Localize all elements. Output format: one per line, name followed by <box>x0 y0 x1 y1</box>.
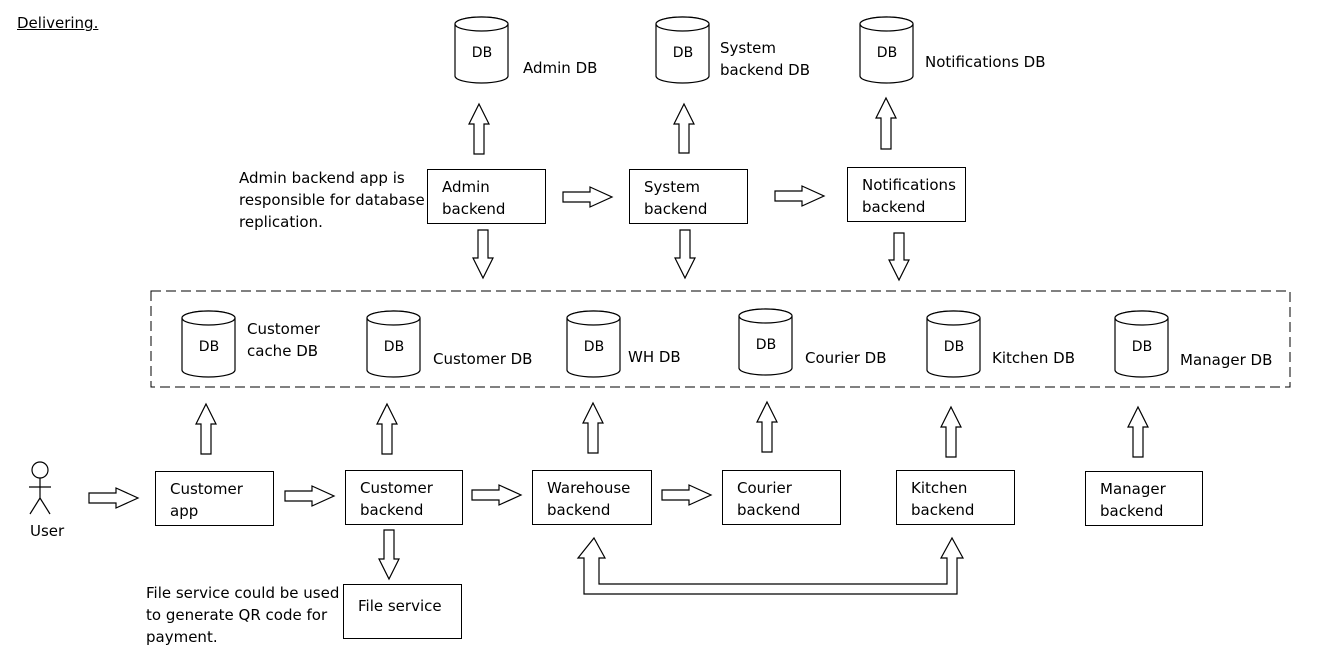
kitchen-db-cylinder-top <box>926 310 981 326</box>
customer-app-box: Customer app <box>155 471 274 526</box>
notifications-db-cylinder-glyph: DB <box>876 45 898 61</box>
user-left-leg <box>29 497 41 515</box>
manager-to-db-arrow <box>1127 405 1149 458</box>
admin-to-group-arrow <box>472 229 494 280</box>
wh-db-cylinder-top <box>566 310 621 326</box>
admin-to-system-arrow <box>562 186 614 208</box>
user-to-app-arrow <box>88 487 140 509</box>
customer-db-cylinder-top <box>366 310 421 326</box>
user-right-leg <box>39 497 51 515</box>
kitchen-db-cylinder-glyph: DB <box>943 339 965 355</box>
manager-db-label: Manager DB <box>1180 351 1273 369</box>
diagram-title: Delivering. <box>17 14 99 32</box>
notifications-db-label: Notifications DB <box>925 53 1046 71</box>
customer-app-to-db-arrow <box>195 402 217 455</box>
user-head <box>31 461 49 479</box>
customer-db-label: Customer DB <box>433 350 533 368</box>
file-service-box: File service <box>343 584 462 639</box>
courier-backend-box: Courier backend <box>722 470 841 525</box>
notifications-to-db-arrow <box>875 96 897 150</box>
notifications-db-cylinder-top <box>859 16 914 32</box>
courier-db-cylinder-top <box>738 308 793 324</box>
customer-to-warehouse-arrow <box>471 484 523 506</box>
app-to-customer-backend-arrow <box>284 485 336 507</box>
notifications-to-group-arrow <box>888 232 910 282</box>
manager-db-cylinder-glyph: DB <box>1131 339 1153 355</box>
customer-cache-db-label: Customer cache DB <box>247 320 320 360</box>
customer-backend-to-db-arrow <box>376 402 398 455</box>
notifications-backend-box: Notifications backend <box>847 167 966 222</box>
user-label: User <box>30 522 65 540</box>
customer-cache-db-cylinder-glyph: DB <box>198 339 220 355</box>
wh-db-label: WH DB <box>628 348 681 366</box>
customer-to-file-arrow <box>378 529 400 581</box>
customer-backend-box: Customer backend <box>345 470 463 525</box>
system-backend-db-cylinder-glyph: DB <box>672 45 694 61</box>
manager-db-cylinder-top <box>1114 310 1169 326</box>
system-backend-db-cylinder-top <box>655 16 710 32</box>
kitchen-db-label: Kitchen DB <box>992 349 1075 367</box>
warehouse-kitchen-link-arrow <box>576 536 965 595</box>
admin-to-db-arrow <box>468 102 490 155</box>
warehouse-to-db-arrow <box>582 401 604 454</box>
admin-db-cylinder-top <box>454 16 509 32</box>
manager-backend-box: Manager backend <box>1085 471 1203 526</box>
admin-db-label: Admin DB <box>523 59 598 77</box>
courier-to-db-arrow <box>756 400 778 453</box>
kitchen-backend-box: Kitchen backend <box>896 470 1015 525</box>
system-to-db-arrow <box>673 102 695 154</box>
warehouse-backend-box: Warehouse backend <box>532 470 652 525</box>
customer-cache-db-cylinder-top <box>181 310 236 326</box>
wh-db-cylinder-glyph: DB <box>583 339 605 355</box>
courier-db-cylinder-glyph: DB <box>755 337 777 353</box>
warehouse-to-courier-arrow <box>661 484 713 506</box>
admin-db-cylinder-glyph: DB <box>471 45 493 61</box>
kitchen-to-db-arrow <box>940 405 962 458</box>
customer-db-cylinder-glyph: DB <box>383 339 405 355</box>
system-to-notifications-arrow <box>774 185 826 207</box>
courier-db-label: Courier DB <box>805 349 887 367</box>
system-backend-db-label: System backend DB <box>720 39 810 79</box>
system-backend-box: System backend <box>629 169 748 224</box>
database-group <box>150 290 1291 388</box>
file-service-note: File service could be used to generate Q… <box>146 584 340 646</box>
system-to-group-arrow <box>674 229 696 280</box>
admin-backend-box: Admin backend <box>427 169 546 224</box>
admin-note: Admin backend app is responsible for dat… <box>239 169 425 231</box>
